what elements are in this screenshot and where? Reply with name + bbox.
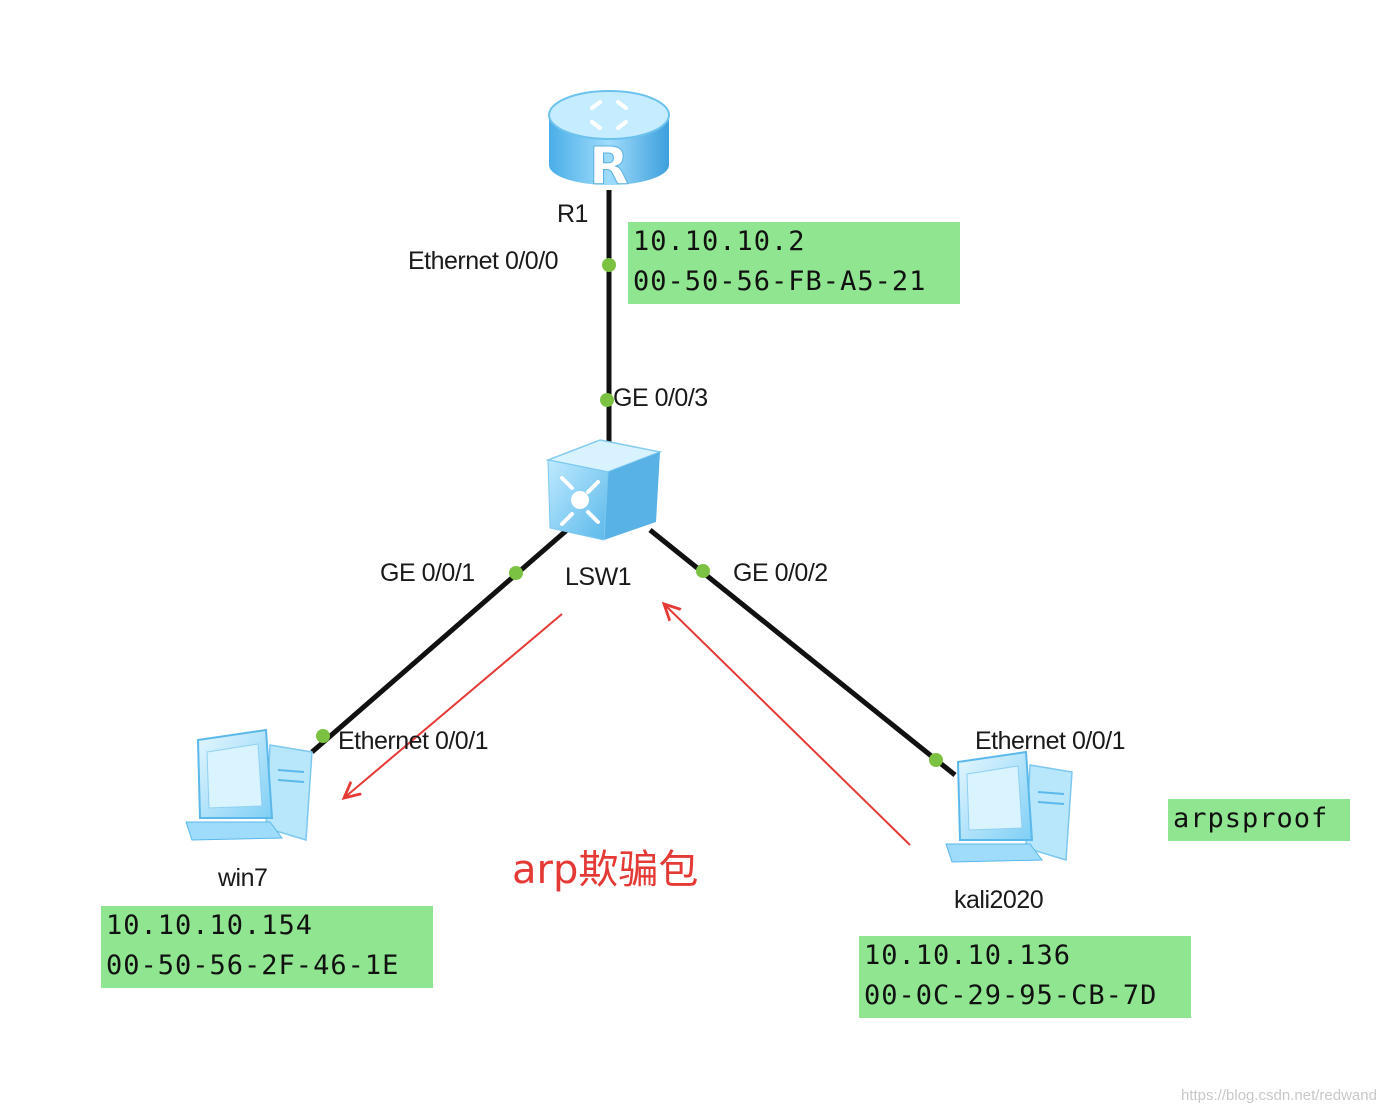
port-dot-win7-eth xyxy=(316,729,330,743)
switch-name: LSW1 xyxy=(565,563,632,591)
port-dot-r1-eth xyxy=(602,258,616,272)
port-dot-sw-ge3 xyxy=(600,393,614,407)
port-dot-sw-ge1 xyxy=(509,566,523,580)
port-label-win7-eth: Ethernet 0/0/1 xyxy=(338,727,489,755)
tool-label-box: arpsproof xyxy=(1168,799,1350,841)
arp-arrow-to-lsw1 xyxy=(664,604,911,846)
tool-label: arpsproof xyxy=(1173,803,1329,834)
pc-icon-kali[interactable] xyxy=(945,750,1073,863)
kali-info-box: 10.10.10.136 00-0C-29-95-CB-7D xyxy=(859,936,1191,1018)
win7-mac: 00-50-56-2F-46-1E xyxy=(106,950,400,981)
port-dot-kali-eth xyxy=(929,753,943,767)
port-dot-sw-ge2 xyxy=(696,564,710,578)
win7-info-box: 10.10.10.154 00-50-56-2F-46-1E xyxy=(101,906,433,988)
port-label-sw-ge2: GE 0/0/2 xyxy=(733,559,828,587)
router-icon[interactable]: R xyxy=(548,90,670,198)
r1-mac: 00-50-56-FB-A5-21 xyxy=(633,266,927,297)
pc-icon-win7[interactable] xyxy=(185,728,313,841)
router-name: R1 xyxy=(557,200,588,228)
switch-icon[interactable] xyxy=(545,439,663,541)
svg-text:R: R xyxy=(589,137,629,197)
win7-ip: 10.10.10.154 xyxy=(106,910,314,941)
port-label-r1-eth: Ethernet 0/0/0 xyxy=(408,247,559,275)
r1-ip: 10.10.10.2 xyxy=(633,226,806,257)
port-label-sw-ge3: GE 0/0/3 xyxy=(613,384,708,412)
arp-arrow-to-win7 xyxy=(344,613,563,798)
r1-info-box: 10.10.10.2 00-50-56-FB-A5-21 xyxy=(628,222,960,304)
port-label-kali-eth: Ethernet 0/0/1 xyxy=(975,727,1126,755)
watermark: https://blog.csdn.net/redwand xyxy=(1181,1087,1377,1104)
port-label-sw-ge1: GE 0/0/1 xyxy=(380,559,475,587)
kali-ip: 10.10.10.136 xyxy=(864,940,1072,971)
link-lsw1-win7 xyxy=(310,528,569,754)
win7-name: win7 xyxy=(218,864,268,892)
arp-spoof-annotation: arp欺骗包 xyxy=(512,847,699,893)
kali-mac: 00-0C-29-95-CB-7D xyxy=(864,980,1158,1011)
kali-name: kali2020 xyxy=(954,886,1044,914)
